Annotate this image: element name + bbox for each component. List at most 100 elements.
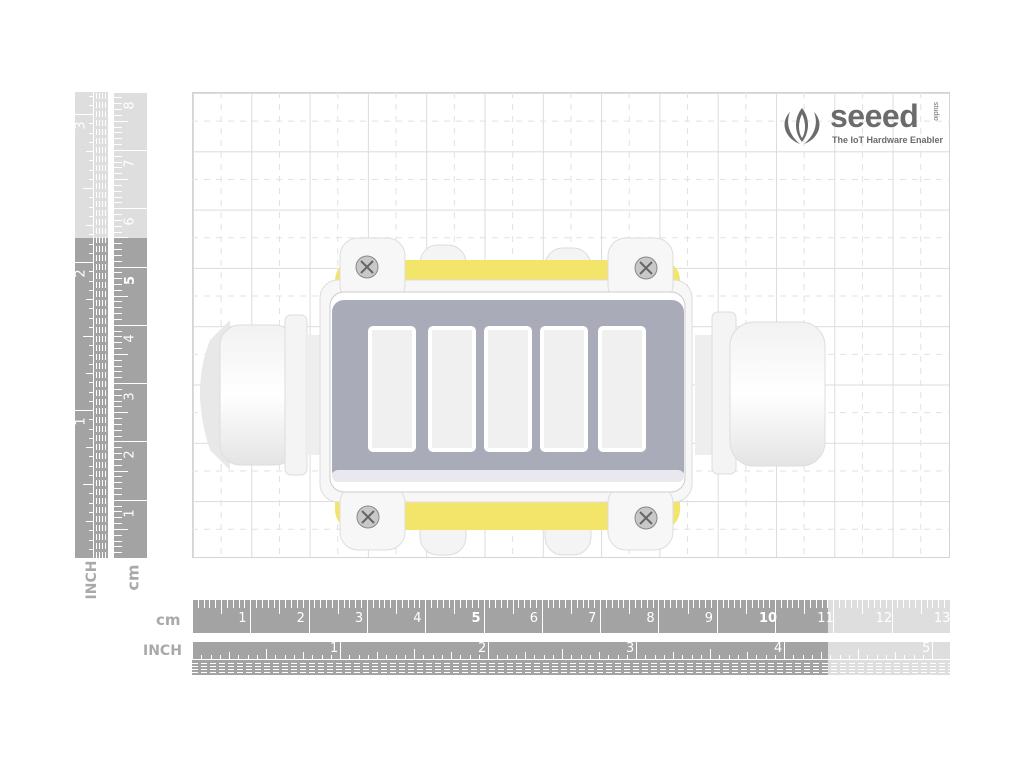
- ruler-tick: [89, 280, 93, 282]
- ruler-tick: [524, 600, 526, 608]
- ruler-tick: [296, 600, 298, 608]
- ruler-tick: [89, 160, 93, 162]
- ruler-tick: [891, 600, 893, 633]
- ruler-tick: [541, 600, 543, 633]
- ruler-tick: [89, 382, 93, 384]
- ruler-tick: [89, 465, 93, 467]
- ruler-tick: [594, 600, 596, 608]
- ruler-fine-scale: [99, 92, 100, 558]
- ruler-tick: [114, 453, 122, 455]
- ruler-tick: [114, 225, 122, 227]
- ruler-tick: [699, 600, 701, 608]
- ruler-tick: [565, 600, 567, 608]
- ruler-tick: [419, 600, 421, 608]
- ruler-tick: [114, 155, 122, 157]
- horizontal-cm-label: cm: [156, 611, 181, 629]
- ruler-tick: [114, 103, 122, 105]
- ruler-tick: [765, 655, 767, 659]
- ruler-tick: [89, 141, 93, 143]
- ruler-tick: [780, 600, 782, 608]
- ruler-tick: [114, 243, 122, 245]
- ruler-cm-number: 12: [875, 611, 893, 626]
- ruler-tick: [114, 336, 122, 338]
- ruler-tick: [89, 197, 93, 199]
- ruler-tick: [261, 600, 263, 608]
- ruler-tick: [238, 655, 240, 659]
- ruler-tick: [215, 600, 217, 608]
- ruler-tick: [710, 600, 712, 608]
- ruler-tick: [114, 377, 122, 379]
- ruler-tick: [932, 600, 934, 608]
- ruler-tick: [83, 188, 93, 189]
- ruler-tick: [570, 600, 572, 614]
- ruler-tick: [89, 123, 93, 125]
- ruler-tick: [114, 546, 122, 548]
- ruler-tick: [114, 499, 147, 501]
- ruler-tick: [89, 317, 93, 319]
- ruler-tick: [247, 655, 249, 659]
- ruler-tick: [530, 600, 532, 608]
- ruler-tick: [114, 144, 122, 146]
- ruler-tick: [114, 534, 122, 536]
- ruler-tick: [89, 326, 93, 328]
- ruler-tick: [89, 132, 93, 134]
- ruler-tick: [201, 655, 203, 659]
- ruler-tick: [114, 289, 122, 291]
- ruler-tick: [114, 173, 122, 175]
- ruler-tick: [559, 600, 561, 608]
- ruler-tick: [506, 600, 508, 608]
- ruler-tick: [909, 600, 911, 608]
- ruler-tick: [114, 540, 122, 542]
- ruler-tick: [654, 655, 656, 659]
- ruler-tick: [562, 649, 563, 659]
- ruler-tick: [804, 600, 806, 614]
- ruler-cm-number: 8: [122, 100, 138, 110]
- ruler-tick: [114, 126, 122, 128]
- ruler-tick: [477, 600, 479, 608]
- ruler-tick: [460, 600, 462, 608]
- ruler-tick: [856, 600, 858, 608]
- ruler-tick: [497, 655, 499, 659]
- ruler-tick: [114, 464, 122, 466]
- ruler-tick: [576, 600, 578, 608]
- ruler-tick: [670, 600, 672, 608]
- ruler-tick: [691, 655, 693, 659]
- ruler-tick: [635, 600, 637, 608]
- ruler-tick: [337, 600, 339, 614]
- ruler-tick: [308, 600, 310, 633]
- ruler-tick: [330, 655, 332, 659]
- ruler-tick: [114, 313, 122, 315]
- ruler-tick: [366, 600, 368, 633]
- ruler-tick: [114, 388, 122, 390]
- ruler-tick: [664, 600, 666, 608]
- ruler-tick: [114, 190, 122, 192]
- ruler-tick: [358, 655, 360, 659]
- ruler-tick: [652, 600, 654, 608]
- ruler-tick: [86, 373, 93, 374]
- ruler-cm-number: 2: [122, 450, 138, 460]
- ruler-tick: [747, 652, 748, 659]
- ruler-tick: [786, 600, 788, 608]
- ruler-tick: [944, 600, 946, 608]
- ruler-tick: [466, 600, 467, 608]
- ruler-tick: [114, 342, 122, 344]
- ruler-tick: [114, 412, 128, 414]
- ruler-tick: [83, 484, 93, 485]
- ruler-cm-number: 11: [817, 611, 834, 626]
- ruler-tick: [114, 470, 128, 472]
- ruler-tick: [114, 406, 122, 408]
- horizontal-inch-label: INCH: [143, 643, 182, 659]
- ruler-tick: [114, 301, 122, 303]
- ruler-tick: [904, 655, 906, 659]
- ruler-tick: [192, 642, 193, 659]
- ruler-tick: [645, 655, 647, 659]
- ruler-tick: [250, 600, 252, 633]
- ruler-inch-number: 5: [922, 642, 931, 656]
- ruler-tick: [209, 600, 211, 608]
- ruler-tick: [284, 655, 286, 659]
- ruler-cm-number: 5: [123, 275, 139, 285]
- ruler-tick: [114, 429, 122, 431]
- ruler-tick: [608, 655, 610, 659]
